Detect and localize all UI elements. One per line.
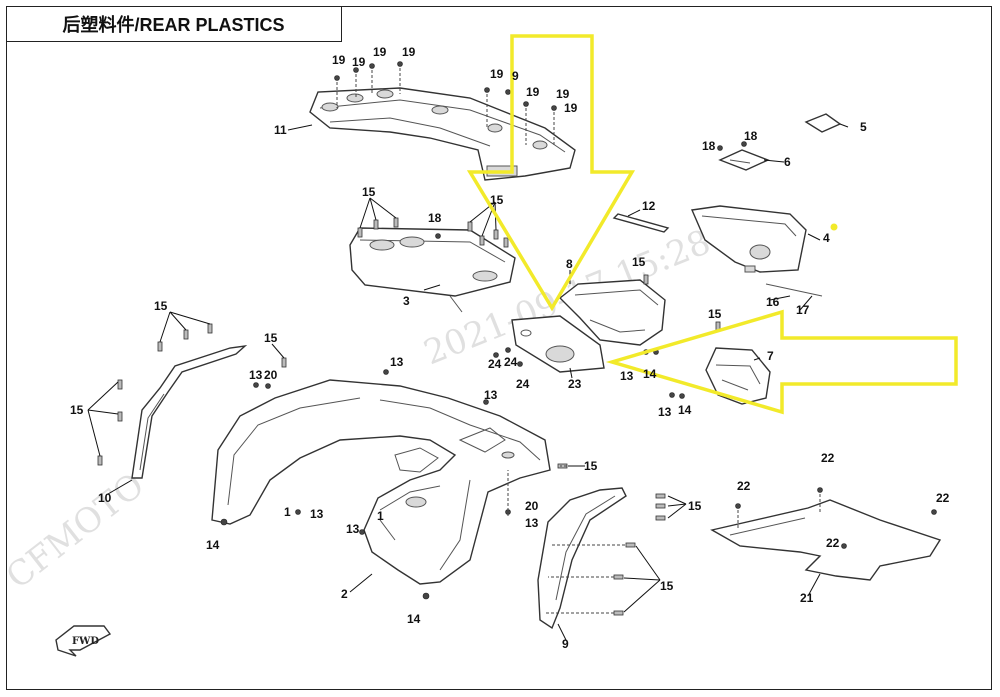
callout-13: 13	[484, 388, 498, 402]
part-5-clip	[804, 113, 842, 133]
callout-13: 13	[346, 522, 360, 536]
callout-19: 19	[352, 55, 366, 69]
callout-11: 11	[274, 123, 287, 137]
callout-15: 15	[362, 185, 376, 199]
callout-20: 20	[525, 499, 539, 513]
drawing-frame	[6, 6, 992, 690]
callout-22: 22	[936, 491, 950, 505]
callout-24: 24	[516, 377, 530, 391]
callout-8: 8	[566, 257, 573, 271]
callout-16: 16	[766, 295, 780, 309]
callout-9: 9	[512, 69, 519, 83]
callout-15: 15	[584, 459, 598, 473]
part-8-rear-trim	[558, 279, 666, 346]
callout-19: 19	[332, 53, 346, 67]
callout-24: 24	[488, 357, 502, 371]
part-11-rear-rack	[309, 87, 576, 181]
callout-14: 14	[643, 367, 657, 381]
callout-13: 13	[249, 368, 263, 382]
callout-23: 23	[568, 377, 582, 391]
callout-14: 14	[407, 612, 421, 626]
callout-19: 19	[490, 67, 504, 81]
callout-14: 14	[678, 403, 692, 417]
callout-19: 19	[564, 101, 578, 115]
highlight-dot	[830, 223, 838, 231]
callout-20: 20	[264, 368, 278, 382]
part-21-mud-sheet	[710, 499, 942, 581]
part-10-side-strip	[131, 345, 248, 479]
callout-22: 22	[826, 536, 840, 550]
highlight-arrow-down	[466, 34, 636, 312]
clips-15	[97, 217, 721, 616]
watermark-brand: CFMOTO	[0, 465, 152, 597]
callout-21: 21	[800, 591, 814, 605]
callout-19: 19	[556, 87, 570, 101]
callout-22: 22	[737, 479, 751, 493]
part-23-plate-bracket	[511, 315, 605, 373]
callout-15: 15	[264, 331, 278, 345]
callout-6: 6	[784, 155, 791, 169]
callout-1: 1	[284, 505, 291, 519]
fwd-label: FWD	[72, 636, 99, 647]
callout-22: 22	[821, 451, 835, 465]
part-7-lamp-housing	[705, 347, 771, 405]
callout-15: 15	[70, 403, 84, 417]
callout-13: 13	[525, 516, 539, 530]
assembly-lines	[336, 68, 821, 614]
callout-14: 14	[206, 538, 220, 552]
callout-17: 17	[796, 303, 810, 317]
part-2-rear-fender	[211, 379, 551, 585]
bolts	[220, 61, 937, 600]
part-16-17-wire	[765, 283, 823, 297]
callout-13: 13	[390, 355, 404, 369]
callout-13: 13	[310, 507, 324, 521]
callout-10: 10	[98, 491, 112, 505]
part-3-inner-panel	[349, 227, 516, 313]
part-9-side-strip	[537, 487, 627, 630]
callout-1: 1	[377, 509, 384, 523]
callout-19: 19	[526, 85, 540, 99]
callout-15: 15	[708, 307, 722, 321]
callout-9: 9	[562, 637, 569, 651]
callout-15: 15	[660, 579, 674, 593]
callout-15: 15	[154, 299, 168, 313]
callout-24: 24	[504, 355, 518, 369]
callout-7: 7	[767, 349, 774, 363]
page-title: 后塑料件/REAR PLASTICS	[6, 6, 342, 42]
callout-4: 4	[823, 231, 830, 245]
callout-15: 15	[490, 193, 504, 207]
callout-18: 18	[744, 129, 758, 143]
callout-13: 13	[658, 405, 672, 419]
callout-19: 19	[373, 45, 387, 59]
callout-5: 5	[860, 120, 867, 134]
callout-13: 13	[620, 369, 634, 383]
callout-numbers: 1 1 2 3 4 5 6 7 8 9 9 10 11 12 13 13 13 …	[70, 45, 950, 651]
callout-18: 18	[702, 139, 716, 153]
part-12-rod	[612, 213, 670, 233]
callout-15: 15	[632, 255, 646, 269]
callout-15: 15	[688, 499, 702, 513]
callout-3: 3	[403, 294, 410, 308]
part-6-bracket	[718, 149, 770, 171]
fwd-direction-arrow: FWD	[55, 625, 112, 657]
callout-19: 19	[402, 45, 416, 59]
callout-12: 12	[642, 199, 656, 213]
part-4-tail-light	[690, 205, 807, 273]
highlight-arrow-left	[605, 309, 958, 415]
callout-18: 18	[428, 211, 442, 225]
callout-2: 2	[341, 587, 348, 601]
